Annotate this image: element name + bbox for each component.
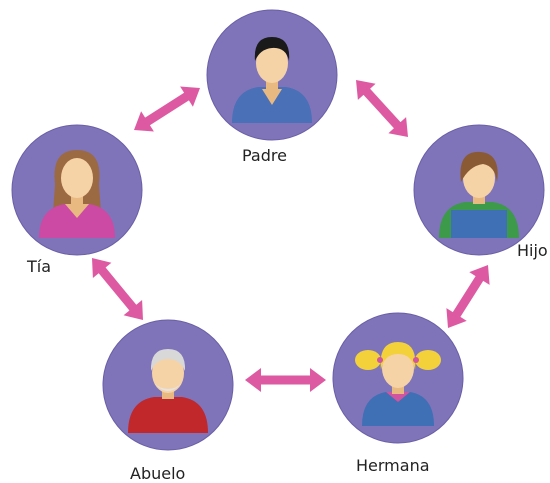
arrow-hijo-hermana <box>446 265 490 328</box>
arrow-abuelo-hermana <box>245 368 326 392</box>
label-padre: Padre <box>242 146 287 165</box>
label-hermana: Hermana <box>356 456 430 475</box>
arrow-tia-padre <box>134 86 200 132</box>
node-tia <box>11 124 143 256</box>
boy-avatar-icon <box>439 151 519 238</box>
label-hijo: Hijo <box>517 241 548 260</box>
node-hijo <box>413 124 545 256</box>
relation-arrows <box>92 80 490 392</box>
woman-avatar-icon <box>39 150 115 238</box>
label-abuelo: Abuelo <box>130 464 186 483</box>
arrow-tia-abuelo <box>92 258 143 320</box>
girl-pigtails-avatar-icon <box>355 342 441 426</box>
label-tia: Tía <box>27 257 52 276</box>
node-padre <box>206 9 338 141</box>
man-avatar-icon <box>232 37 312 123</box>
node-hermana <box>332 312 464 444</box>
node-abuelo <box>102 319 234 451</box>
member-nodes <box>11 9 545 451</box>
arrow-padre-hijo <box>356 80 408 137</box>
grandfather-avatar-icon <box>128 349 208 433</box>
